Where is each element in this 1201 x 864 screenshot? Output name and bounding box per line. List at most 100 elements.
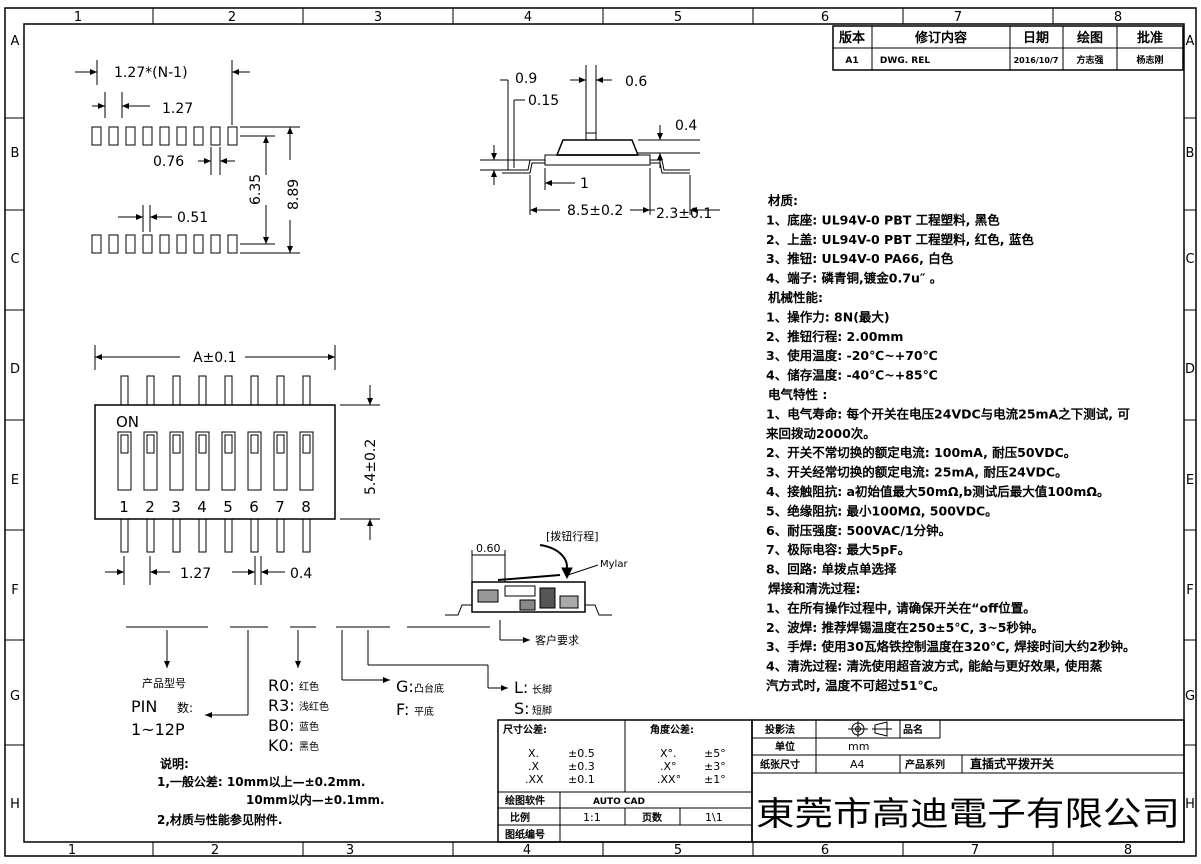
base-name: 凸台底 <box>414 682 444 695</box>
revision-header: 日期 <box>1023 31 1049 46</box>
col-label: 4 <box>523 843 531 858</box>
switch-number: 6 <box>249 498 259 516</box>
dim-row-gap: 6.35 <box>248 174 264 205</box>
row-label: B <box>11 146 20 161</box>
company-name: 東莞市高迪電子有限公司 <box>756 794 1180 833</box>
dim-pitch: 1.27 <box>162 101 193 117</box>
base-name: 平底 <box>414 705 434 718</box>
scale-label: 比例 <box>510 811 530 824</box>
page-value: 1\1 <box>705 811 723 824</box>
stroke-label: [拨钮行程] <box>546 529 599 543</box>
size-tol-key: X. <box>528 747 539 760</box>
notes-title: 说明: <box>160 756 189 771</box>
col-label: 2 <box>228 10 236 25</box>
cross-section <box>445 544 612 643</box>
angle-tolerance-label: 角度公差: <box>650 723 694 736</box>
revision-header: 绘图 <box>1077 30 1103 46</box>
product-model-label: 产品型号 <box>142 676 186 690</box>
switch-number: 8 <box>301 498 311 516</box>
row-label: H <box>10 797 20 812</box>
spec-line: 4、储存温度: -40℃~+85℃ <box>766 368 938 383</box>
switch-number: 5 <box>223 498 233 516</box>
spec-heading: 电气特性 : <box>768 387 827 402</box>
size-value: A4 <box>850 758 865 771</box>
switch-actuators <box>117 431 314 491</box>
col-label: 7 <box>971 843 979 858</box>
size-tol-key: .XX <box>525 773 544 786</box>
size-label: 纸张尺寸 <box>760 758 800 771</box>
row-label: F <box>1186 583 1193 598</box>
software-label: 绘图软件 <box>505 794 545 807</box>
spec-heading: 焊接和清洗过程: <box>768 581 861 596</box>
dim-lead-length: 2.3±0.1 <box>656 206 712 222</box>
spec-line: 7、极际电容: 最大5pF。 <box>766 542 910 557</box>
spec-line: 4、端子: 磷青铜,镀金0.7u″ 。 <box>766 271 942 286</box>
spec-line: 3、使用温度: -20℃~+70℃ <box>766 348 938 363</box>
size-tol-val: ±0.3 <box>568 760 595 773</box>
spec-line: 来回拨动2000次。 <box>765 426 876 441</box>
row-label: E <box>1186 473 1194 488</box>
row-label: C <box>1185 252 1194 267</box>
revision-cell: 杨志刚 <box>1136 54 1163 66</box>
pins-bottom <box>120 518 311 553</box>
row-label: A <box>11 34 20 49</box>
angle-tol-key: X°. <box>660 747 677 760</box>
spec-line: 4、接触阻抗: a初始值最大50mΩ,b测试后最大值100mΩ。 <box>766 484 1109 499</box>
pin-range: 1~12P <box>131 720 185 739</box>
customer-requirement-label: 客户要求 <box>535 633 579 647</box>
unit-label: 单位 <box>775 740 795 753</box>
angle-tol-val: ±5° <box>704 747 726 760</box>
row-label: H <box>1185 797 1195 812</box>
row-label: G <box>10 689 20 704</box>
angle-tol-key: .X° <box>660 760 677 773</box>
col-label: 8 <box>1124 843 1132 858</box>
size-tol-val: ±0.1 <box>568 773 595 786</box>
side-view <box>480 65 720 215</box>
name-label: 品名 <box>903 723 923 736</box>
revision-header: 修订内容 <box>914 30 967 46</box>
switch-number: 4 <box>197 498 207 516</box>
revision-cell: A1 <box>845 56 858 66</box>
color-code: K0: <box>268 736 294 755</box>
switch-number: 1 <box>119 498 129 516</box>
row-label: A <box>1186 34 1195 49</box>
col-label: 1 <box>74 10 82 25</box>
pin-label: PIN <box>131 697 157 716</box>
spec-line: 3、手焊: 使用30瓦烙铁控制温度在320℃, 焊接时间大约2秒钟。 <box>766 639 1135 654</box>
mylar-label: Mylar <box>600 559 628 570</box>
leg-name: 长脚 <box>532 683 552 696</box>
dim-lead-width: 0.4 <box>290 566 312 582</box>
series-label: 产品系列 <box>905 758 945 771</box>
notes-line-1: 1,一般公差: 10mm以上—±0.2mm. <box>157 774 365 789</box>
angle-tol-key: .XX° <box>657 773 681 786</box>
color-code: R0: <box>268 676 295 695</box>
col-label: 5 <box>674 10 682 25</box>
dim-0-6: 0.6 <box>625 74 647 90</box>
on-label: ON <box>116 413 139 431</box>
spec-line: 4、清洗过程: 清洗使用超音波方式, 能給与更好效果, 使用蒸 <box>766 659 1103 674</box>
revision-cell: DWG. REL <box>880 56 930 66</box>
color-name: 蓝色 <box>299 720 319 733</box>
spec-line: 1、电气寿命: 每个开关在电压24VDC与电流25mA之下测试, 可 <box>766 406 1130 421</box>
col-label: 1 <box>68 843 76 858</box>
col-label: 6 <box>821 10 829 25</box>
spec-line: 6、耐压强度: 500VAC/1分钟。 <box>766 523 951 538</box>
row-label: E <box>11 473 19 488</box>
specifications: 材质:1、底座: UL94V-0 PBT 工程塑料, 黑色2、上盖: UL94V… <box>765 193 1135 693</box>
spec-heading: 材质: <box>767 193 798 208</box>
cross-dim: 0.60 <box>476 542 501 555</box>
revision-cell: 方志强 <box>1076 54 1103 66</box>
color-name: 浅红色 <box>299 700 329 713</box>
color-code: R3: <box>268 696 295 715</box>
pins-top <box>120 375 311 406</box>
title-block <box>751 719 1185 843</box>
dim-pad-width: 0.76 <box>153 154 184 170</box>
spec-line: 1、操作力: 8N(最大) <box>766 309 890 324</box>
spec-heading: 机械性能: <box>768 290 823 305</box>
row-label: F <box>11 583 18 598</box>
leg-code: L: <box>514 678 528 697</box>
col-label: 6 <box>821 843 829 858</box>
col-label: 5 <box>674 843 682 858</box>
row-label: B <box>1186 146 1195 161</box>
